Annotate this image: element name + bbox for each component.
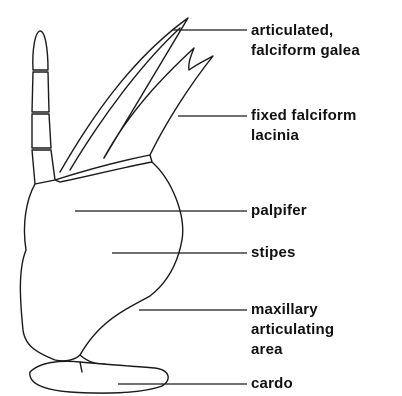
galea-shape xyxy=(60,18,188,172)
cardo-joint xyxy=(80,362,82,372)
label-cardo: cardo xyxy=(251,374,293,394)
hinge-band xyxy=(55,155,152,182)
label-stipes: stipes xyxy=(251,243,296,263)
label-galea: articulated, falciform galea xyxy=(251,21,360,61)
lacinia-shape xyxy=(104,48,213,158)
stipes-body xyxy=(20,162,182,361)
maxillary-palp xyxy=(32,31,55,184)
label-articulating-area: maxillary articulating area xyxy=(251,300,334,360)
label-lacinia: fixed falciform lacinia xyxy=(251,106,357,146)
label-palpifer: palpifer xyxy=(251,201,307,221)
cardo-shape xyxy=(30,361,168,393)
